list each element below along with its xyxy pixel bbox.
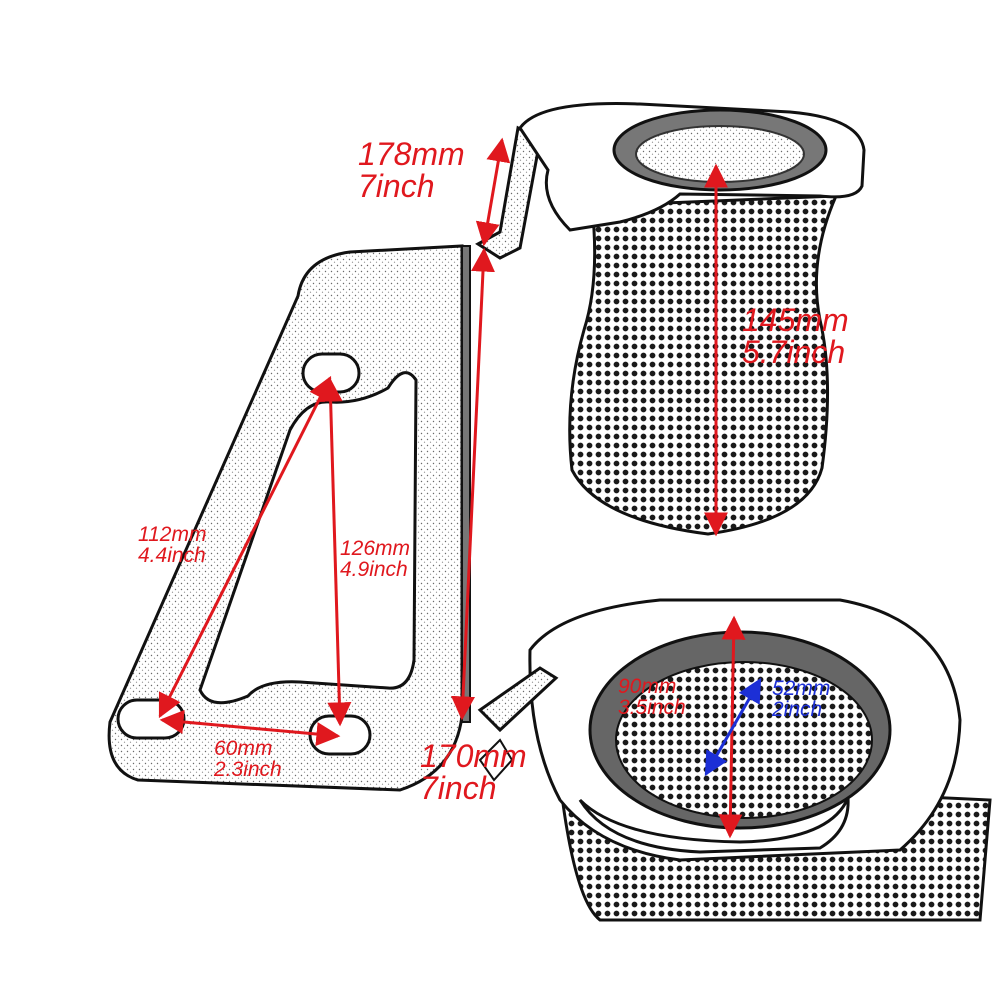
cup-height-inch: 5.7inch xyxy=(742,334,846,370)
label-hole-spacing: 60mm 2.3inch xyxy=(214,738,282,780)
bracket-height-mm: 170mm xyxy=(420,738,527,774)
dim-line-hole-spacing xyxy=(159,710,341,746)
inner-diameter-inch: 2inch xyxy=(772,698,823,721)
label-cup-height: 145mm 5.7inch xyxy=(742,304,849,368)
bracket-height-inch: 7inch xyxy=(420,770,497,806)
label-bracket-top-height: 178mm 7inch xyxy=(358,138,465,202)
mounting-hole-left xyxy=(116,698,186,740)
inner-diameter-mm: 52mm xyxy=(772,677,831,700)
dim-line-bracket-height xyxy=(451,247,495,721)
label-outer-diameter: 90mm 3.5inch xyxy=(618,676,686,718)
dimension-lines xyxy=(158,137,762,839)
outer-diameter-inch: 3.5inch xyxy=(618,696,686,719)
dim-line-inner-diameter xyxy=(704,677,762,777)
hole-vertical-inch: 4.9inch xyxy=(340,558,408,581)
lower-bracket-hinge xyxy=(478,738,514,782)
cup-height-mm: 145mm xyxy=(742,302,849,338)
cup-holder-top-view xyxy=(477,598,992,922)
label-hole-diagonal: 112mm 4.4inch xyxy=(138,524,206,566)
dim-line-bracket-top xyxy=(475,137,511,247)
hole-diagonal-inch: 4.4inch xyxy=(138,544,206,567)
label-bracket-height: 170mm 7inch xyxy=(420,740,527,804)
bracket-top-height-inch: 7inch xyxy=(358,168,435,204)
lower-bracket-arm xyxy=(477,666,559,733)
bracket-upright xyxy=(475,125,542,260)
outer-diameter-mm: 90mm xyxy=(618,675,677,698)
hole-diagonal-mm: 112mm xyxy=(138,523,207,546)
label-hole-vertical: 126mm 4.9inch xyxy=(340,538,410,580)
cup-rim-inner xyxy=(635,125,805,183)
cup-holder-side-view xyxy=(518,102,866,536)
hole-spacing-mm: 60mm xyxy=(214,737,273,760)
hole-vertical-mm: 126mm xyxy=(340,537,411,560)
bracket-top-height-mm: 178mm xyxy=(358,136,465,172)
dim-line-hole-diagonal xyxy=(158,375,332,719)
hole-spacing-inch: 2.3inch xyxy=(214,758,282,781)
dim-line-hole-vertical xyxy=(318,377,352,727)
label-inner-diameter: 52mm 2inch xyxy=(772,678,830,720)
lower-rim-lip xyxy=(578,797,850,854)
